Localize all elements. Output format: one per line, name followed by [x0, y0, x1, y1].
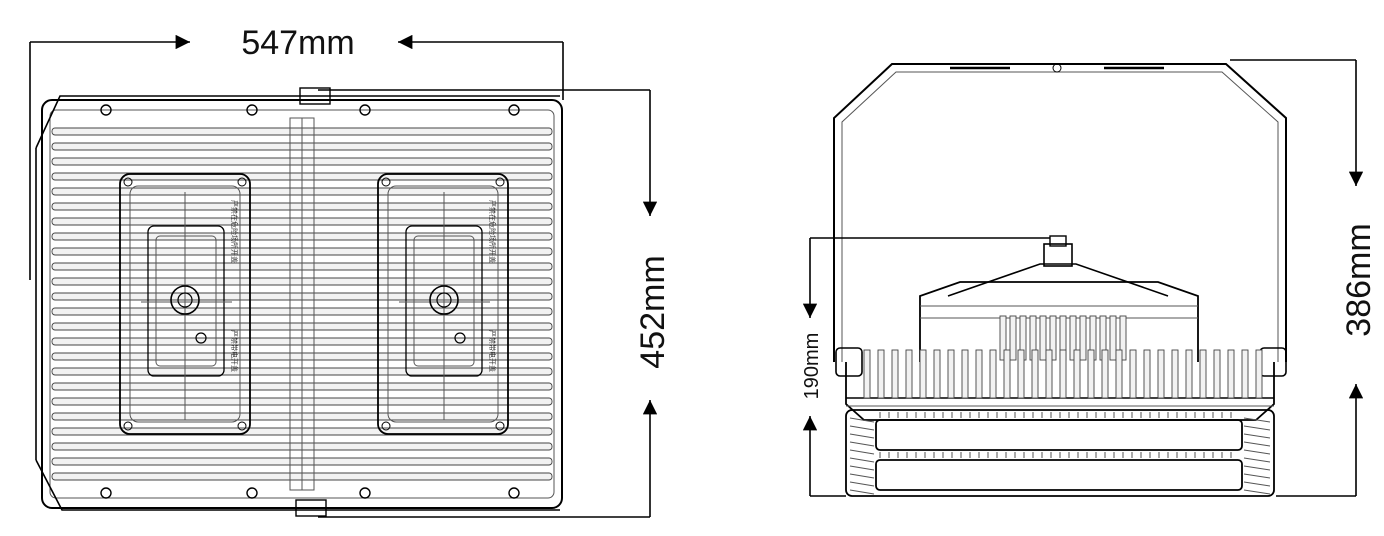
- width-dimension: 547mm: [29, 24, 564, 280]
- right-led-module: 严禁带电开盖 严禁在危险场所开盖: [377, 173, 509, 435]
- lens-side-rib: [1243, 449, 1271, 455]
- total-height-dimension: 386mm: [1230, 59, 1378, 497]
- side-fin: [1101, 349, 1109, 399]
- side-fin: [1031, 349, 1039, 399]
- lens-side-rib: [849, 425, 875, 431]
- side-fin: [1241, 349, 1249, 399]
- side-fin: [1073, 349, 1081, 399]
- upper-lens-bar: [875, 419, 1243, 451]
- lens-side-rib: [1243, 457, 1271, 463]
- driver-fin: [1049, 315, 1057, 361]
- lens-side-rib: [849, 473, 875, 479]
- left-module-warning-b: 严禁在危险场所开盖: [230, 200, 239, 263]
- side-fin: [1003, 349, 1011, 399]
- bottom-hinge: [295, 499, 327, 517]
- side-fin: [905, 349, 913, 399]
- side-fin: [933, 349, 941, 399]
- side-fin: [1087, 349, 1095, 399]
- side-fin: [947, 349, 955, 399]
- side-fin: [1115, 349, 1123, 399]
- height-label: 452mm: [634, 255, 672, 368]
- side-fin: [863, 349, 871, 399]
- side-fin: [989, 349, 997, 399]
- side-fin: [1129, 349, 1137, 399]
- side-fin: [1017, 349, 1025, 399]
- side-fin: [1227, 349, 1235, 399]
- body-height-dimension: 190mm: [801, 237, 1050, 497]
- lens-side-rib: [849, 481, 875, 487]
- lens-side-rib: [1243, 489, 1271, 495]
- width-label: 547mm: [241, 24, 354, 62]
- driver-fin: [1119, 315, 1127, 361]
- side-fin: [1185, 349, 1193, 399]
- right-module-gland: [429, 285, 459, 315]
- side-fin: [1059, 349, 1067, 399]
- side-fin: [1143, 349, 1151, 399]
- driver-housing: [919, 235, 1199, 362]
- side-fin: [1199, 349, 1207, 399]
- lens-side-rib: [849, 449, 875, 455]
- lens-side-rib: [1243, 425, 1271, 431]
- side-cooling-fins: [863, 349, 1263, 399]
- front-bottom-bolts: [100, 487, 520, 499]
- driver-fin: [1069, 315, 1077, 361]
- height-dimension: 452mm: [318, 89, 672, 518]
- side-fin: [975, 349, 983, 399]
- side-fin: [919, 349, 927, 399]
- lens-side-rib: [1243, 465, 1271, 471]
- right-module-warning-b: 严禁在危险场所开盖: [488, 200, 497, 263]
- lens-side-rib: [1243, 481, 1271, 487]
- lens-side-rib: [849, 417, 875, 423]
- total-height-label: 386mm: [1340, 223, 1378, 336]
- side-fin: [877, 349, 885, 399]
- lens-side-rib: [849, 489, 875, 495]
- lens-side-rib: [849, 457, 875, 463]
- front-top-bolts: [100, 104, 520, 116]
- driver-fin: [1009, 315, 1017, 361]
- driver-fins: [999, 315, 1127, 361]
- driver-fin: [1079, 315, 1087, 361]
- lens-side-rib: [849, 441, 875, 447]
- side-fin: [1171, 349, 1179, 399]
- right-module-warning-a: 严禁带电开盖: [488, 330, 497, 372]
- side-fin: [1213, 349, 1221, 399]
- side-fin: [1045, 349, 1053, 399]
- left-module-warning-a: 严禁带电开盖: [230, 330, 239, 372]
- side-fin: [1255, 349, 1263, 399]
- lens-side-rib: [1243, 417, 1271, 423]
- side-fin: [891, 349, 899, 399]
- driver-fin: [1109, 315, 1117, 361]
- front-view: 严禁带电开盖 严禁在危险场所开盖 严禁带电开盖 严禁在危险场所开盖 547mm: [29, 24, 672, 518]
- lens-side-rib: [849, 433, 875, 439]
- side-fin: [1157, 349, 1165, 399]
- driver-fin: [999, 315, 1007, 361]
- side-view: 386mm 190mm: [801, 59, 1378, 497]
- front-housing-outline: [41, 99, 563, 509]
- top-hinge: [299, 87, 331, 105]
- left-module-gland: [170, 285, 200, 315]
- lens-section: [845, 409, 1275, 497]
- lens-side-rib: [1243, 433, 1271, 439]
- lens-side-rib: [849, 465, 875, 471]
- left-led-module: 严禁带电开盖 严禁在危险场所开盖: [119, 173, 251, 435]
- lens-side-rib: [1243, 473, 1271, 479]
- body-height-label: 190mm: [801, 333, 823, 400]
- lens-side-rib: [1243, 441, 1271, 447]
- lower-lens-bar: [875, 459, 1243, 491]
- driver-fin: [1039, 315, 1047, 361]
- side-fin: [961, 349, 969, 399]
